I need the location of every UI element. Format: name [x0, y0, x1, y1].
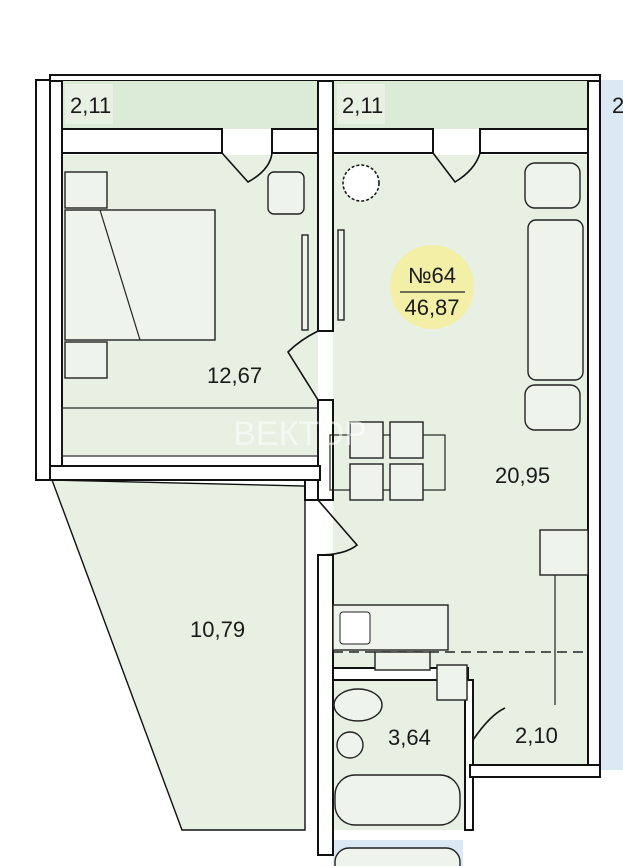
chair — [349, 421, 384, 459]
door-bedroom-balcony — [221, 152, 273, 184]
wall — [317, 80, 334, 332]
wall — [271, 128, 319, 154]
wall — [464, 679, 474, 831]
area-loggia: 10,79 — [190, 617, 245, 642]
wall — [35, 79, 51, 481]
chair — [349, 463, 384, 501]
wardrobe — [61, 407, 319, 457]
nightstand — [64, 171, 108, 209]
area-bedroom: 12,67 — [207, 363, 262, 388]
tv — [337, 229, 345, 321]
wall — [317, 554, 334, 856]
armchair — [524, 162, 581, 209]
area-neighbor-partial: 2 — [612, 93, 623, 118]
bathtub — [334, 774, 461, 826]
chair — [389, 421, 424, 459]
area-hallway: 2,10 — [515, 723, 558, 748]
area-living-kitchen: 20,95 — [495, 463, 550, 488]
apartment-badge — [390, 245, 474, 329]
wall — [332, 128, 434, 154]
balcony-label-bg — [65, 84, 113, 124]
nightstand — [64, 341, 108, 379]
area-balcony-right: 2,11 — [342, 93, 383, 118]
wall — [49, 465, 321, 481]
bathtub-neighbor — [334, 847, 461, 866]
sofa — [527, 219, 584, 381]
chair — [389, 463, 424, 501]
wall — [587, 80, 601, 772]
armchair — [524, 384, 581, 431]
door-bathroom — [472, 707, 506, 741]
toilet — [333, 688, 383, 722]
area-bathroom: 3,64 — [388, 725, 431, 750]
apartment-total-area: 46,87 — [404, 295, 459, 320]
balcony-label-bg — [337, 84, 385, 124]
wall — [49, 80, 63, 467]
loggia — [50, 479, 306, 831]
door-bedroom — [286, 330, 319, 401]
wall — [479, 128, 589, 154]
plant-icon — [342, 164, 380, 202]
wall — [304, 479, 319, 501]
door-living-balcony — [432, 152, 481, 184]
bed — [64, 209, 216, 341]
sink — [339, 611, 371, 645]
neighbor-apartment — [600, 80, 623, 770]
stove-hood — [374, 651, 431, 671]
armchair — [267, 171, 305, 215]
fridge — [539, 529, 589, 576]
door-loggia — [317, 499, 359, 556]
washbasin — [336, 731, 364, 759]
watermark: ВЕКТОР — [233, 415, 367, 453]
area-balcony-left: 2,11 — [70, 93, 111, 118]
dining-table — [329, 434, 446, 491]
wall — [469, 764, 601, 778]
boiler — [436, 664, 468, 701]
wall — [61, 128, 223, 154]
apartment-number: №64 — [408, 263, 456, 288]
mirror — [301, 234, 309, 331]
